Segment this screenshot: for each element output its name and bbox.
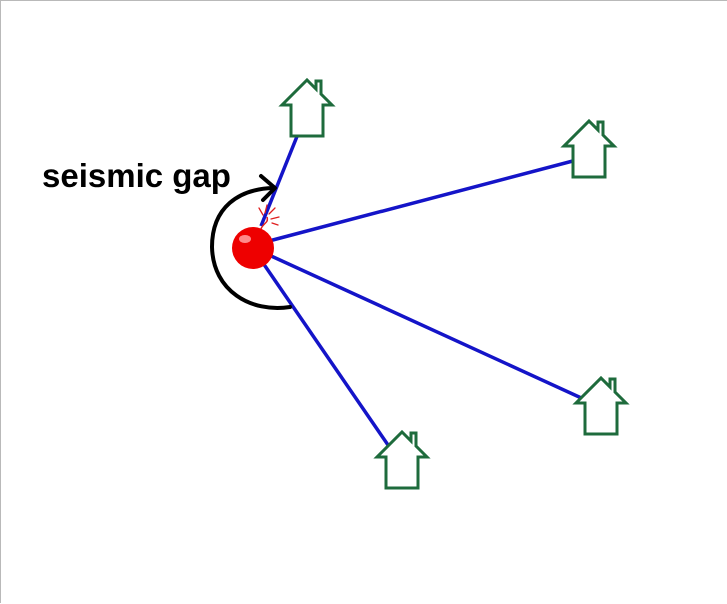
- ray-paths: [259, 113, 602, 462]
- house-icon: [572, 375, 630, 436]
- curved-arrow-icon: [209, 174, 292, 310]
- house-icon: [373, 429, 431, 490]
- bomb-icon: [232, 204, 280, 269]
- ray-to-house-south: [261, 262, 401, 462]
- house-icon: [560, 118, 618, 179]
- seismic-gap-label: seismic gap: [42, 157, 231, 194]
- ray-to-house-southeast: [268, 253, 602, 409]
- ray-to-house-east: [268, 155, 589, 243]
- house-icon: [278, 77, 336, 138]
